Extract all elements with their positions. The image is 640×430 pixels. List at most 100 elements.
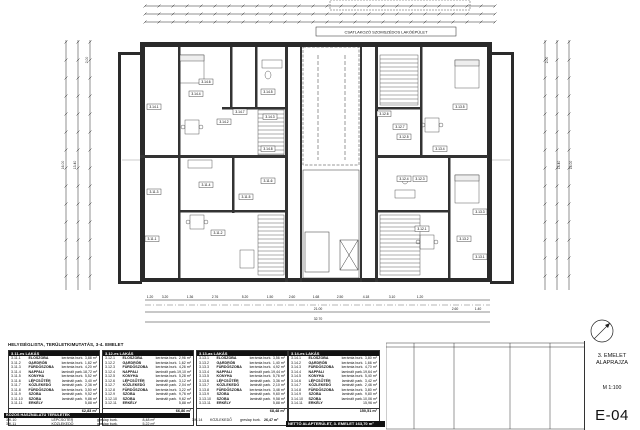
room-tag: 3.11.2 — [210, 229, 226, 236]
room-tag: 3.13.4 — [432, 145, 448, 152]
svg-text:3.13.3: 3.13.3 — [475, 210, 484, 214]
svg-text:3.14.7: 3.14.7 — [235, 110, 244, 114]
svg-text:3.14.2: 3.14.2 — [219, 120, 228, 124]
svg-text:3.11.2: 3.11.2 — [214, 231, 223, 235]
drawing-code: E-04 — [595, 407, 629, 424]
right-dim-small: 2.00 — [545, 57, 549, 64]
room-tag: 3.12.6 — [376, 110, 392, 117]
left-dim-total: 16.00 — [61, 161, 65, 170]
room-tag: 3.14.7 — [232, 108, 248, 115]
bottom-dimension-lines — [145, 299, 490, 323]
dimension-label: 3.20 — [162, 295, 169, 299]
dimension-label: 5.20 — [242, 295, 249, 299]
title-block: 3. EMELET ALAPRAJZA M 1:100 E-04 — [386, 341, 638, 430]
svg-text:3.14.3: 3.14.3 — [265, 115, 274, 119]
furniture — [179, 54, 480, 269]
room-tag: 3.13.1 — [472, 253, 488, 260]
dimension-label: 21.00 — [314, 307, 323, 311]
room-tag: 3.14.3 — [262, 113, 278, 120]
dimension-label: 2.60 — [289, 295, 296, 299]
svg-text:3.13.5: 3.13.5 — [455, 105, 464, 109]
net-floor-area: NETTÓ ALAPTERÜLET, 3. EMELET 163,70 m² — [286, 421, 385, 427]
room-tag: 3.13.5 — [452, 103, 468, 110]
room-tags: 3.14.63.14.53.14.73.14.43.14.33.14.83.14… — [144, 78, 488, 260]
apartment-title: 3.14-es LAKÁS — [289, 351, 379, 356]
floor-plan: CSATLAKOZÓ SZOMSZÉDOS LAKÓÉPÜLET 16.00 1… — [61, 0, 573, 323]
room-tag: 3.11.6 — [260, 177, 276, 184]
room-tag: 3.14.8 — [260, 145, 276, 152]
apartment-title: 3.13-as LAKÁS — [197, 351, 287, 356]
svg-text:3.12.1: 3.12.1 — [417, 227, 426, 231]
apartment-total: 62,83 m² — [9, 407, 99, 414]
room-tag: 3.11.4 — [198, 181, 214, 188]
svg-text:3.11.6: 3.11.6 — [264, 179, 273, 183]
room-tag: 3.11.5 — [238, 193, 254, 200]
left-dim-mid: 13.40 — [73, 161, 77, 170]
north-arrow-icon — [590, 319, 614, 343]
right-dim-total: 16.00 — [569, 161, 573, 170]
interior-walls — [140, 47, 488, 282]
apartment-title: 3.11-es LAKÁS — [9, 351, 99, 356]
top-dimension-lines — [143, 4, 497, 24]
room-tag: 3.12.3 — [412, 175, 428, 182]
svg-text:3.12.7: 3.12.7 — [395, 125, 404, 129]
svg-text:3.12.4: 3.12.4 — [399, 177, 408, 181]
dimension-label: 1.50 — [267, 295, 274, 299]
dimension-label: 2.50 — [337, 295, 344, 299]
svg-text:3.12.6: 3.12.6 — [379, 112, 388, 116]
common-extra-row: 3/K.14 KÖZLEKEDŐ greslap burk. 26,47 m² — [192, 418, 279, 422]
room-tag: 3.13.3 — [472, 208, 488, 215]
svg-text:3.14.8: 3.14.8 — [263, 147, 272, 151]
side-dimension-lines — [65, 40, 570, 290]
svg-text:3.13.2: 3.13.2 — [459, 237, 468, 241]
svg-text:3.14.6: 3.14.6 — [201, 80, 210, 84]
drawing-title-box: 3. EMELET ALAPRAJZA M 1:100 E-04 — [584, 341, 639, 430]
table-row: 3/K.10 LÉPCSŐTÉR greslap burk. 8,48 m² — [6, 417, 155, 422]
left-dim-small: 2.00 — [85, 57, 89, 64]
right-dim-mid: 13.40 — [557, 161, 561, 170]
common-areas-title: KÖZÖS HASZNÁLATÚ TERÜLETEK — [4, 413, 190, 418]
svg-text:3.11.5: 3.11.5 — [242, 195, 251, 199]
room-tag: 3.14.6 — [198, 78, 214, 85]
dimension-label: 32.70 — [314, 317, 323, 321]
apartment-title: 3.12-es LAKÁS — [103, 351, 193, 356]
room-tag: 3.12.4 — [396, 175, 412, 182]
svg-text:3.14.5: 3.14.5 — [263, 90, 272, 94]
table-row: 3/K.11 KÖZLEKEDŐ greslap burk. 5,22 m² — [6, 422, 155, 426]
svg-text:3.12.5: 3.12.5 — [399, 135, 408, 139]
title-block-grid — [386, 342, 584, 430]
area-schedule: HELYISÉGLISTA, TERÜLETKIMUTATÁS, 3-4. EM… — [4, 340, 382, 430]
apartment-total: 68,48 m² — [197, 407, 287, 414]
dimension-label: 1.40 — [475, 307, 482, 311]
drawing-scale: M 1:100 — [602, 385, 622, 391]
area-schedule-heading: HELYISÉGLISTA, TERÜLETKIMUTATÁS, 3-4. EM… — [8, 342, 124, 347]
room-tag: 3.12.7 — [392, 123, 408, 130]
room-tag: 3.11.1 — [144, 235, 160, 242]
